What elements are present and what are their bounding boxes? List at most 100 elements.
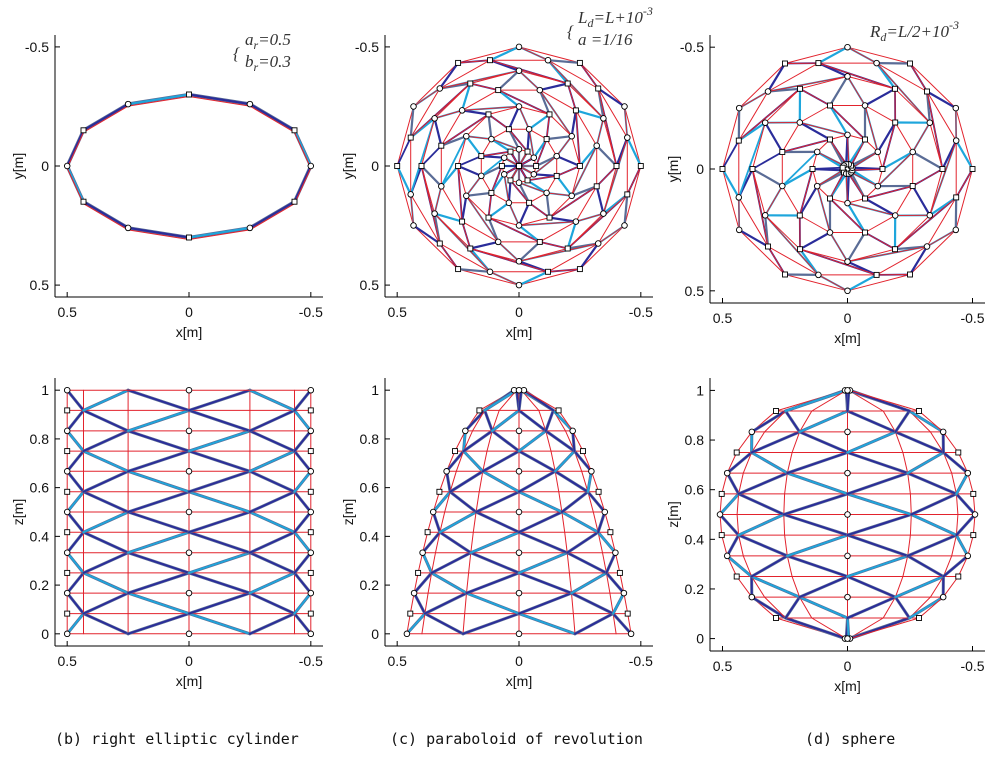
node-marker bbox=[485, 111, 492, 118]
node-marker bbox=[588, 468, 595, 475]
member-bar bbox=[188, 490, 251, 513]
node-marker bbox=[488, 135, 495, 143]
member-cable bbox=[929, 122, 943, 170]
node-marker bbox=[530, 171, 538, 178]
member-cable bbox=[497, 241, 520, 262]
member-bar bbox=[906, 472, 958, 495]
y-tick-label: 0 bbox=[696, 631, 704, 647]
member-bar bbox=[188, 389, 251, 412]
member-bar bbox=[66, 429, 85, 453]
node-marker bbox=[748, 593, 756, 601]
member-bar bbox=[248, 612, 296, 635]
member-bar bbox=[764, 121, 784, 154]
node-marker bbox=[572, 218, 580, 225]
member-cable bbox=[410, 88, 441, 139]
member-bar bbox=[432, 490, 452, 513]
member-bar bbox=[188, 429, 251, 453]
member-bar bbox=[82, 429, 130, 453]
caption-c: (c) paraboloid of revolution bbox=[390, 730, 643, 748]
member-bar bbox=[423, 592, 468, 615]
node-marker bbox=[515, 67, 523, 74]
member-cable bbox=[781, 139, 831, 153]
member-cable bbox=[523, 389, 560, 411]
member-bar bbox=[491, 409, 520, 432]
member-bar bbox=[527, 113, 551, 131]
node-marker bbox=[735, 194, 743, 201]
member-cable bbox=[440, 113, 489, 147]
node-marker bbox=[862, 195, 868, 202]
node-marker bbox=[844, 635, 851, 642]
node-marker bbox=[892, 246, 898, 253]
member-cable bbox=[912, 168, 943, 187]
member-bar bbox=[248, 470, 296, 493]
member-cable bbox=[604, 511, 611, 533]
member-bar bbox=[127, 409, 190, 432]
member-bar bbox=[737, 513, 785, 536]
member-bar bbox=[248, 572, 296, 594]
node-marker bbox=[407, 134, 414, 141]
x-tick-label: 0 bbox=[185, 304, 193, 320]
member-cable bbox=[742, 452, 753, 474]
member-bar bbox=[248, 551, 296, 574]
member-cable bbox=[556, 165, 581, 177]
member-bar bbox=[420, 164, 443, 188]
node-marker bbox=[410, 103, 417, 110]
node-marker bbox=[826, 229, 834, 236]
member-bar bbox=[461, 82, 472, 112]
member-bar bbox=[737, 121, 767, 199]
annotation-line: a =1/16 bbox=[578, 30, 633, 49]
member-cable bbox=[614, 552, 621, 574]
member-bar bbox=[566, 551, 608, 574]
member-cable bbox=[764, 214, 819, 276]
member-cable bbox=[955, 168, 973, 231]
member-bar bbox=[487, 113, 493, 141]
node-marker bbox=[407, 191, 414, 198]
node-marker bbox=[403, 630, 411, 638]
member-bar bbox=[430, 551, 472, 574]
member-cable bbox=[955, 168, 973, 198]
member-bar bbox=[595, 185, 605, 215]
member-bar bbox=[750, 596, 787, 619]
member-bar bbox=[781, 167, 814, 188]
member-cable bbox=[421, 165, 436, 215]
member-bar bbox=[863, 87, 897, 107]
member-cable bbox=[721, 534, 728, 557]
member-cable bbox=[864, 105, 896, 123]
member-bar bbox=[517, 201, 531, 227]
member-cable bbox=[817, 62, 896, 90]
node-marker bbox=[765, 243, 771, 250]
member-bar bbox=[188, 226, 251, 239]
member-bar bbox=[518, 572, 573, 594]
member-cable bbox=[909, 493, 912, 515]
member-cable bbox=[609, 531, 616, 554]
node-marker bbox=[507, 177, 514, 184]
member-bar bbox=[421, 551, 433, 574]
member-cable bbox=[850, 171, 879, 187]
member-cable bbox=[413, 88, 441, 107]
node-marker bbox=[407, 610, 414, 617]
member-bar bbox=[188, 612, 251, 635]
member-bar bbox=[462, 450, 484, 473]
member-cable bbox=[545, 430, 552, 452]
member-bar bbox=[488, 45, 521, 62]
node-marker bbox=[716, 511, 724, 518]
member-bar bbox=[798, 575, 849, 598]
member-cable bbox=[464, 592, 467, 615]
x-tick-label: 0 bbox=[515, 304, 523, 320]
member-bar bbox=[555, 155, 582, 168]
member-bar bbox=[413, 572, 433, 594]
member-cable bbox=[457, 59, 491, 64]
node-marker bbox=[796, 212, 803, 219]
member-cable bbox=[926, 229, 957, 247]
member-cable bbox=[909, 63, 928, 92]
x-tick-label: 0.5 bbox=[57, 304, 77, 320]
member-bar bbox=[786, 472, 849, 495]
member-bar bbox=[82, 470, 130, 493]
node-marker bbox=[544, 56, 552, 64]
member-cable bbox=[466, 572, 470, 594]
member-cable bbox=[764, 185, 783, 216]
member-cable bbox=[567, 83, 604, 119]
member-cable bbox=[457, 165, 467, 197]
node-marker bbox=[424, 529, 431, 536]
member-cable bbox=[626, 165, 642, 195]
